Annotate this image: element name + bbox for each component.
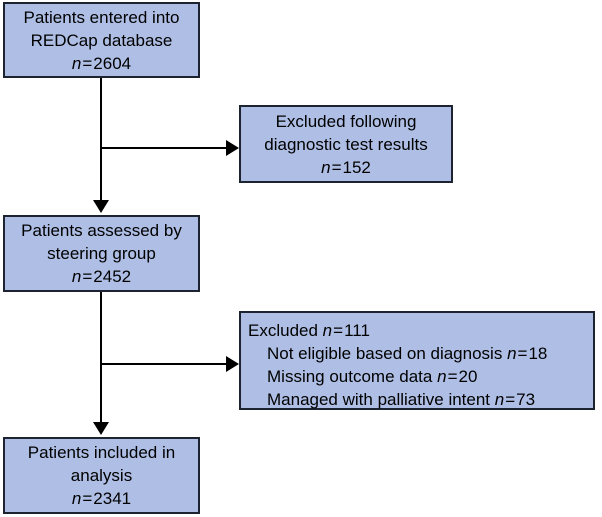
arrowhead-into-assessed: [93, 200, 109, 213]
node-patients-entered-line1: Patients entered into: [23, 7, 180, 27]
connector-assessed-to-included: [100, 292, 102, 424]
node-excluded-diagnostic-line1: Excluded following: [275, 111, 417, 131]
connector-entered-to-assessed: [100, 78, 102, 202]
node-patients-assessed-line1: Patients assessed by: [21, 221, 182, 240]
node-excluded-reasons-heading: Excluded n=111: [248, 321, 370, 340]
arrowhead-into-excluded-reasons: [226, 356, 239, 372]
connector-branch-reasons: [100, 363, 228, 365]
node-excluded-diagnostic-line2: diagnostic test results: [264, 134, 428, 154]
node-excluded-reasons: Excluded n=111 Not eligible based on dia…: [239, 311, 595, 410]
node-patients-assessed-line2: steering group: [47, 244, 156, 263]
node-patients-included-count: n=2341: [71, 489, 132, 508]
node-patients-included-line1: Patients included in: [27, 443, 176, 462]
node-patients-included: Patients included in analysis n=2341: [3, 437, 200, 514]
node-excluded-reason-item: Managed with palliative intent n=73: [267, 390, 536, 409]
node-excluded-reason-item: Not eligible based on diagnosis n=18: [267, 344, 548, 363]
node-patients-entered: Patients entered into REDCap database n=…: [3, 2, 200, 78]
connector-branch-diagnostic: [100, 147, 228, 149]
node-patients-entered-count: n=2604: [71, 53, 132, 73]
node-patients-included-line2: analysis: [70, 466, 133, 485]
arrowhead-into-excluded-diagnostic: [226, 140, 239, 156]
node-patients-entered-line2: REDCap database: [30, 30, 173, 50]
node-excluded-diagnostic-count: n=152: [321, 157, 371, 177]
node-patients-assessed: Patients assessed by steering group n=24…: [3, 215, 200, 292]
node-patients-assessed-count: n=2452: [71, 267, 132, 286]
arrowhead-into-included: [93, 422, 109, 435]
node-excluded-diagnostic: Excluded following diagnostic test resul…: [239, 105, 453, 183]
node-excluded-reason-item: Missing outcome data n=20: [267, 367, 478, 386]
